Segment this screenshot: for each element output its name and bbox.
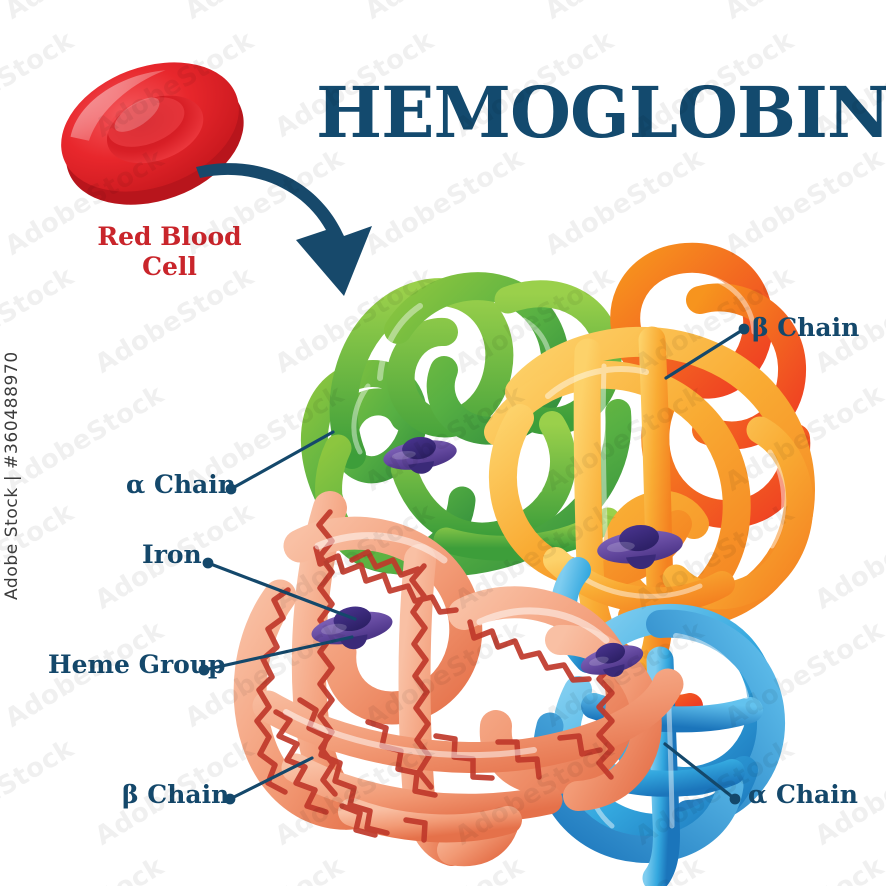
heme-iron-dome <box>619 524 659 552</box>
label-heme-group: Heme Group <box>48 650 226 679</box>
label-iron: Iron <box>142 540 202 569</box>
heme-group-green <box>383 436 457 474</box>
leader-heme-group <box>198 635 354 676</box>
label-beta-chain-right: β Chain <box>752 313 860 342</box>
rbc-label: Red Blood Cell <box>82 222 257 281</box>
leader-beta-chain-right <box>664 323 750 380</box>
leader-beta-chain-left <box>224 756 314 805</box>
label-alpha-chain-right: α Chain <box>748 780 858 809</box>
leader-alpha-chain-right <box>663 742 741 805</box>
rbc-label-line2: Cell <box>142 251 197 281</box>
heme-group-orange <box>597 524 683 570</box>
curved-arrow <box>196 163 372 296</box>
heme-iron-dome <box>402 436 436 460</box>
watermark-side-text: Adobe Stock | #360488970 <box>2 351 22 600</box>
page-title: HEMOGLOBIN <box>316 71 886 154</box>
leader-iron <box>202 557 357 621</box>
leader-alpha-chain-left <box>225 430 335 495</box>
orange-subunit <box>484 242 815 721</box>
label-alpha-chain-left: α Chain <box>126 470 236 499</box>
salmon-subunit <box>233 491 684 867</box>
label-beta-chain-left: β Chain <box>122 780 230 809</box>
heme-iron-dome <box>595 642 626 664</box>
rbc-label-line1: Red Blood <box>97 222 242 251</box>
heme-group-blue <box>580 642 644 677</box>
